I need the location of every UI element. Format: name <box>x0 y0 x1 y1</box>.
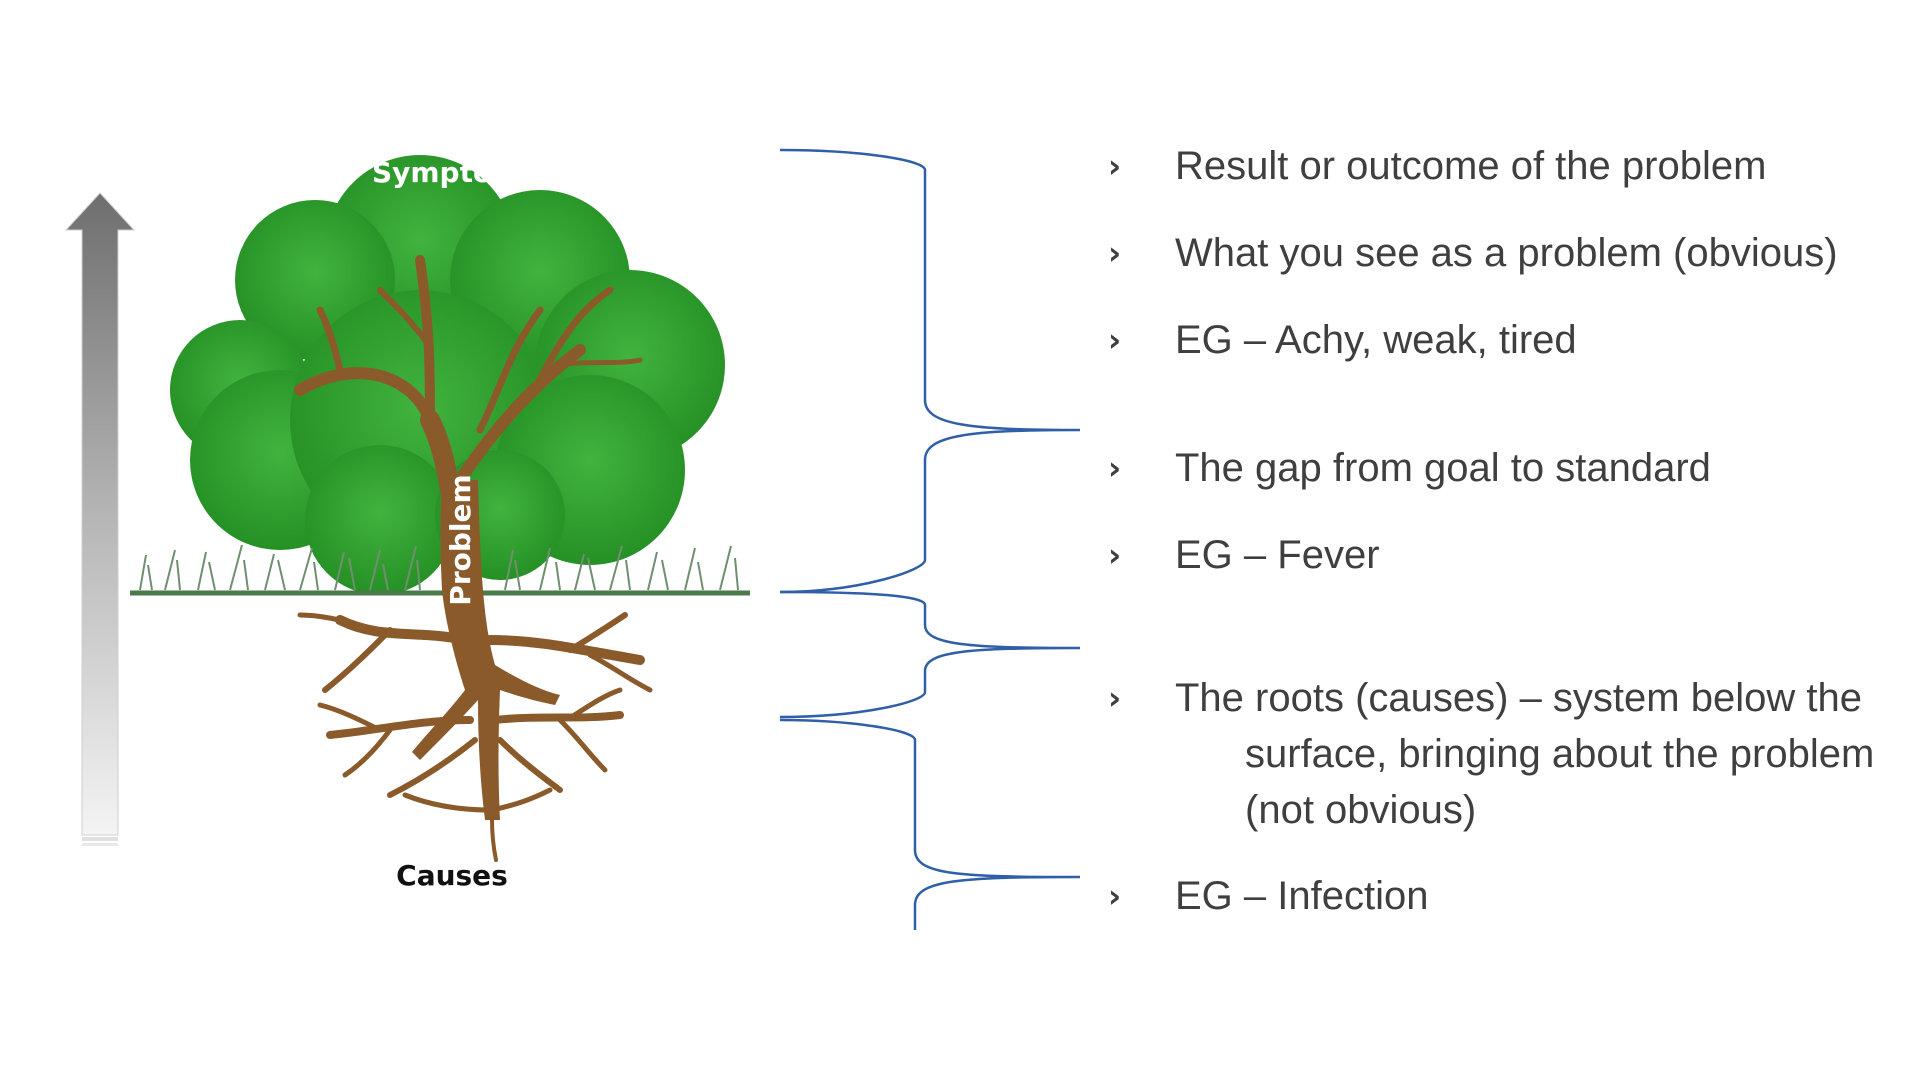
bullet-text: EG – Fever <box>1175 533 1380 577</box>
bullet-text: What you see as a problem (obvious) <box>1175 231 1838 275</box>
causes-label: Causes <box>396 859 508 892</box>
symptoms-label: Symptoms <box>372 156 538 189</box>
chevron-right-icon: › <box>1108 147 1122 185</box>
chevron-right-icon: › <box>1108 449 1122 487</box>
bullet-text: EG – Achy, weak, tired <box>1175 318 1577 362</box>
brace-strokes <box>779 148 1081 930</box>
chevron-right-icon: › <box>1108 877 1122 915</box>
brace-connectors <box>779 148 1081 930</box>
bullet-text: Result or outcome of the problem <box>1175 144 1767 188</box>
bullet-text-continuation: surface, bringing about the problem <box>1245 732 1875 776</box>
chevron-right-icon: › <box>1108 679 1122 717</box>
brace-symptoms <box>779 148 1081 594</box>
tree-illustration: Symptoms Problem Causes <box>130 120 760 892</box>
brace-problem <box>779 590 1081 719</box>
upward-arrow-icon <box>64 192 136 846</box>
chevron-right-icon: › <box>1108 234 1122 272</box>
bullet-text: The gap from goal to standard <box>1175 446 1711 490</box>
bullet-text: The roots (causes) – system below the <box>1175 676 1862 720</box>
tree-trunk <box>412 480 560 820</box>
problem-label: Problem <box>444 474 477 605</box>
bullet-text: EG – Infection <box>1175 874 1429 918</box>
brace-causes <box>779 718 1081 930</box>
chevron-right-icon: › <box>1108 321 1122 359</box>
bullet-text-continuation: (not obvious) <box>1245 788 1477 832</box>
tree-roots <box>297 612 653 862</box>
grass-strip <box>130 544 750 596</box>
chevron-right-icon: › <box>1108 536 1122 574</box>
